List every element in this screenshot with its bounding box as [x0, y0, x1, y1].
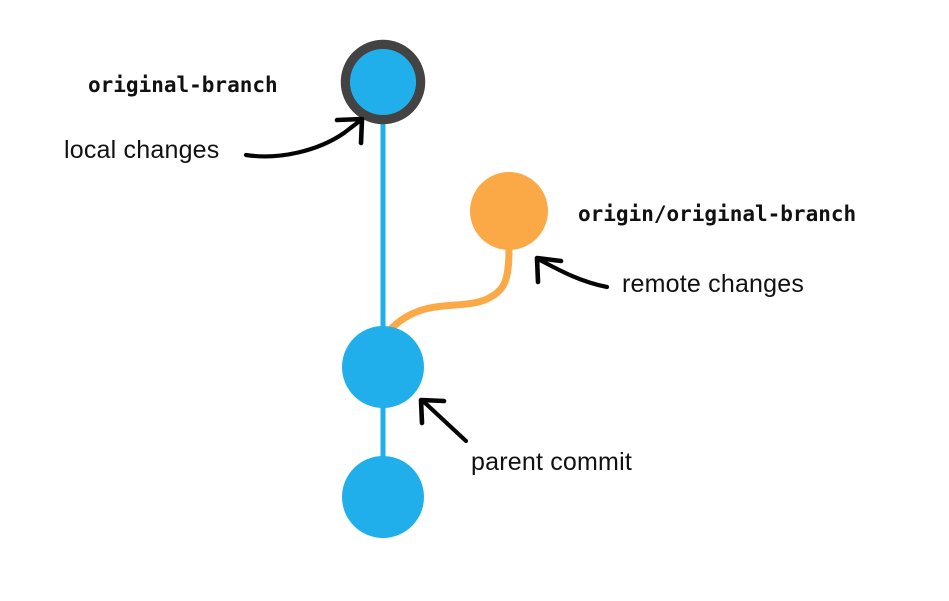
local-changes-arrow-icon — [243, 116, 365, 159]
remote-branch-label: origin/original-branch — [578, 202, 856, 226]
head-commit-dot — [350, 49, 416, 115]
parent-commit-annotation: parent commit — [418, 397, 632, 476]
parent-commit-label: parent commit — [471, 448, 632, 476]
local-changes-annotation: local changes — [64, 116, 365, 164]
local-branch-label: original-branch — [88, 73, 278, 97]
remote-changes-label: remote changes — [622, 270, 804, 298]
merge-base-commit-dot[interactable] — [342, 326, 424, 408]
remote-changes-annotation: remote changes — [534, 255, 804, 298]
edge-group — [379, 115, 513, 503]
local-changes-label: local changes — [64, 136, 219, 164]
parent-commit-arrow-icon — [418, 397, 469, 444]
remote-changes-arrow-icon — [534, 255, 610, 290]
root-commit-dot[interactable] — [342, 456, 424, 538]
head-commit-ring — [340, 39, 426, 125]
edge-remote-to-base — [379, 243, 513, 343]
commit-node-group — [340, 39, 548, 538]
head-commit-node[interactable] — [340, 39, 426, 125]
remote-commit-dot[interactable] — [470, 172, 548, 250]
